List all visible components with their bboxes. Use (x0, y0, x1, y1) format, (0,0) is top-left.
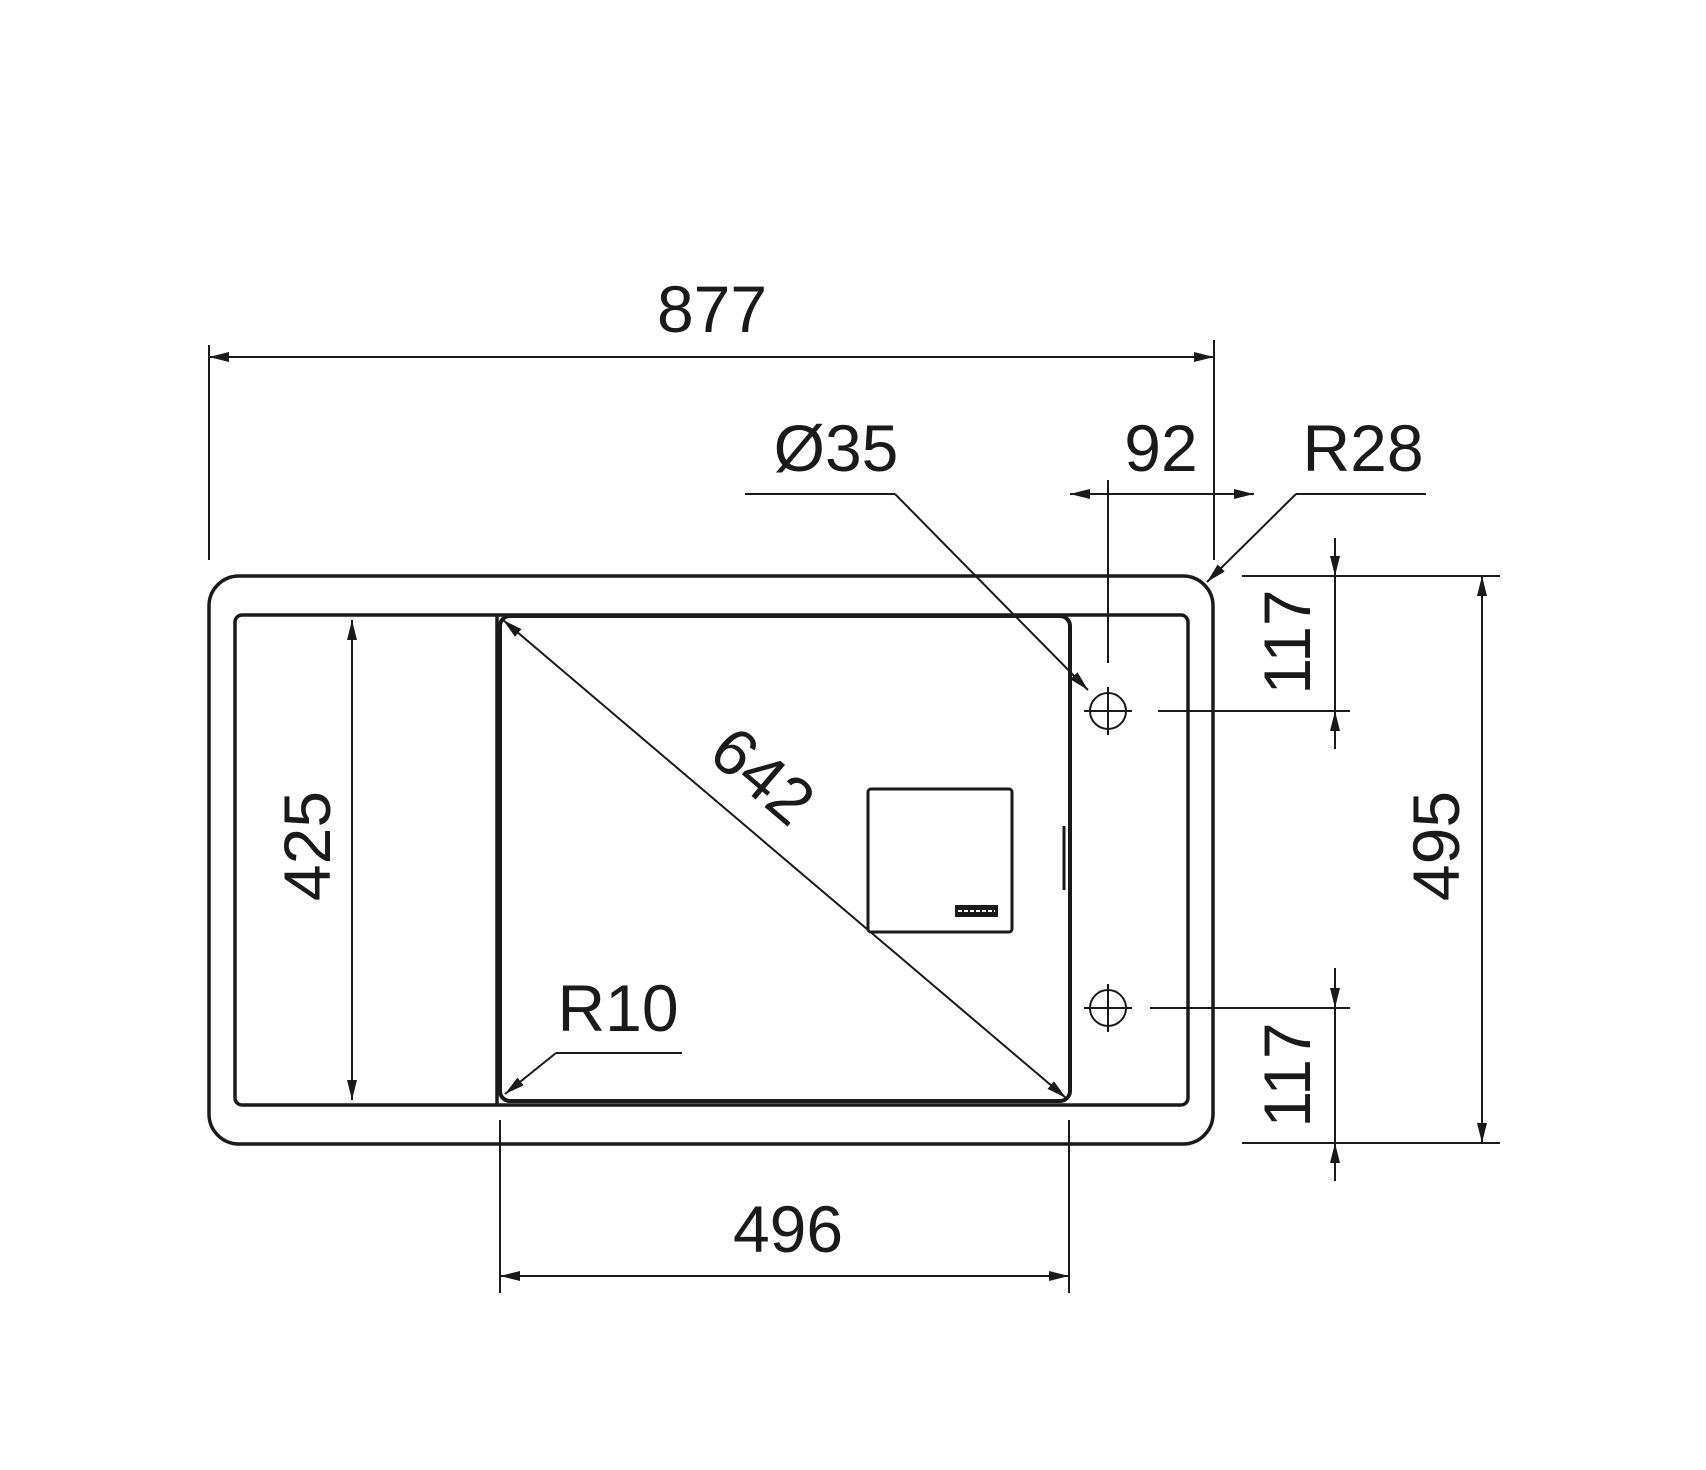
dim-overall-depth-label: 495 (1399, 791, 1473, 901)
tap-hole-top (1084, 687, 1132, 735)
dim-tap-hole-diameter-label: Ø35 (774, 411, 899, 485)
dim-outer-corner-radius-label: R28 (1302, 411, 1423, 485)
dim-tap-hole-offset-label: 92 (1124, 411, 1197, 485)
dim-bowl-width-label: 496 (733, 1192, 843, 1266)
tap-hole-bottom (1084, 984, 1132, 1032)
dim-bowl-width: 496 (499, 1120, 1070, 1293)
dim-tap-hole-offset: 92 (1070, 411, 1254, 663)
dim-tap-hole-diameter: Ø35 (745, 411, 1089, 691)
dim-bowl-corner-radius-label: R10 (557, 971, 678, 1045)
dim-tap-hole-bottom-offset-label: 117 (1250, 1022, 1324, 1127)
dim-tap-hole-top-offset: 117 (1158, 538, 1350, 749)
dim-tap-hole-bottom-offset: 117 (1150, 968, 1350, 1181)
dim-outer-corner-radius: R28 (1206, 411, 1426, 583)
dim-overall-width: 877 (208, 272, 1215, 560)
dim-tap-hole-top-offset-label: 117 (1250, 589, 1324, 694)
sink-outer-outline (207, 574, 1215, 1146)
dim-overall-depth: 495 (1242, 575, 1500, 1144)
dim-overall-width-label: 877 (657, 272, 767, 346)
dim-drainer-depth-label: 425 (270, 791, 344, 901)
dim-drainer-depth: 425 (270, 620, 357, 1100)
dim-bowl-corner-radius: R10 (504, 971, 682, 1095)
